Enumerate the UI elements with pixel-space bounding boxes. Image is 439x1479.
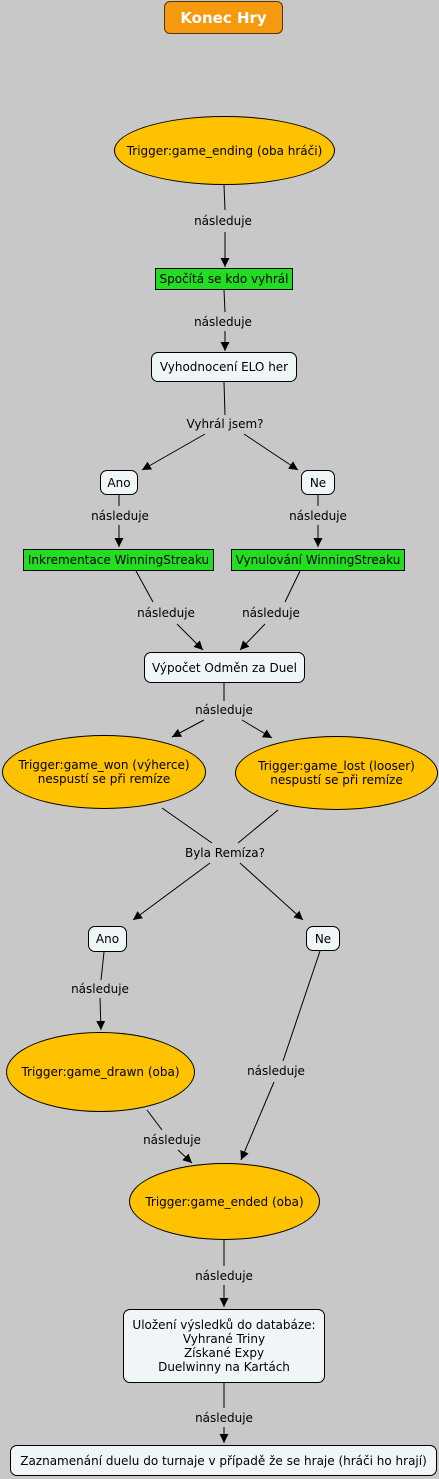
node-inkrementace-winningstreaku: Inkrementace WinningStreaku (23, 549, 214, 571)
connector-line (161, 807, 213, 844)
edge-label-vyhral-jsem: Vyhrál jsem? (186, 417, 264, 431)
edge-label-nasleduje: následuje (194, 315, 252, 329)
node-vypocet-odmen: Výpočet Odměn za Duel (144, 652, 305, 683)
connector-arrow (239, 862, 304, 921)
connector-arrow (171, 719, 205, 738)
connector-line (223, 184, 226, 211)
connector-arrow (241, 719, 273, 739)
node-vyhodnoceni-elo: Vyhodnocení ELO her (151, 352, 297, 382)
node-ne-2: Ne (306, 926, 340, 951)
connector-line (100, 951, 105, 981)
diagram-title: Konec Hry (164, 1, 283, 34)
connector-arrow (132, 862, 211, 921)
edge-label-nasleduje: následuje (91, 509, 149, 523)
node-trigger-game-lost: Trigger:game_lost (looser) nespustí se p… (235, 736, 438, 810)
connector-arrow (243, 433, 299, 471)
node-ulozeni-vysledku: Uložení výsledků do databáze: Vyhrané Tr… (123, 1309, 325, 1383)
edge-label-nasleduje: následuje (137, 606, 195, 620)
edge-label-nasleduje: následuje (242, 606, 300, 620)
edge-label-nasleduje: následuje (247, 1064, 305, 1078)
node-trigger-game-ending: Trigger:game_ending (oba hráči) (114, 116, 335, 185)
edge-label-byla-remiza: Byla Remíza? (184, 846, 266, 860)
connector-line (237, 809, 279, 844)
connector-arrow (176, 623, 204, 651)
node-vynulovani-winningstreaku: Vynulování WinningStreaku (231, 549, 405, 571)
connector-arrow (96, 997, 106, 1031)
node-zaznamenani-duelu: Zaznamenání duelu do turnaje v případě ž… (10, 1445, 437, 1476)
edge-label-nasleduje: následuje (194, 214, 252, 228)
edge-label-nasleduje: následuje (195, 703, 253, 717)
edge-label-nasleduje: následuje (195, 1269, 253, 1283)
connector-arrow (240, 1081, 275, 1161)
connector-line (146, 1109, 163, 1131)
connector-arrow (239, 623, 266, 651)
connector-arrow (141, 433, 206, 471)
connector-line (135, 570, 154, 603)
node-trigger-game-ended: Trigger:game_ended (oba) (129, 1163, 320, 1240)
edge-label-nasleduje: následuje (71, 982, 129, 996)
edge-label-nasleduje: následuje (143, 1133, 201, 1147)
node-trigger-game-won: Trigger:game_won (výherce) nespustí se p… (2, 735, 206, 809)
node-ne-1: Ne (301, 470, 335, 495)
connector-line (284, 570, 301, 603)
edge-label-nasleduje: následuje (195, 1411, 253, 1425)
node-ano-2: Ano (88, 926, 127, 952)
node-ano-1: Ano (100, 470, 138, 495)
edge-label-nasleduje: následuje (289, 509, 347, 523)
connector-arrow (177, 1149, 193, 1164)
connector-line (282, 950, 321, 1062)
node-trigger-game-drawn: Trigger:game_drawn (oba) (6, 1032, 195, 1112)
node-spocita-kdo-vyhral: Spočítá se kdo vyhrál (155, 268, 293, 290)
connector-line (223, 289, 226, 313)
connector-line (223, 381, 226, 416)
